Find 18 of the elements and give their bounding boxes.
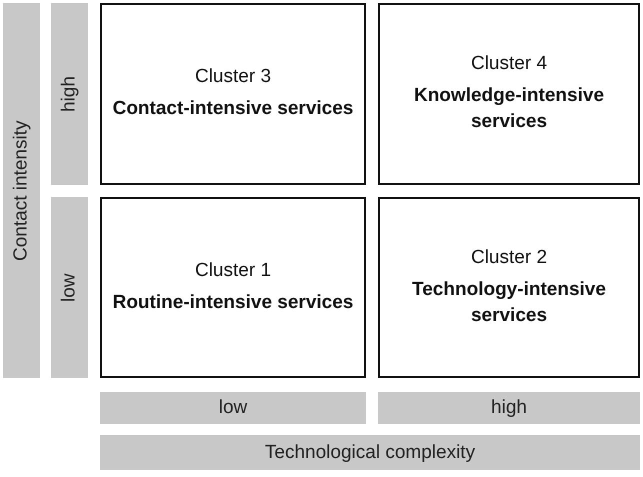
axis-band: Technological complexity xyxy=(100,435,640,470)
cluster-number: Cluster 2 xyxy=(470,246,548,269)
level-band: low xyxy=(100,392,366,424)
cluster-number: Cluster 3 xyxy=(194,66,272,88)
cluster-number: Cluster 1 xyxy=(194,260,272,282)
cluster-title: Routine-intensive services xyxy=(112,290,354,315)
cluster-title: Knowledge-intensive services xyxy=(412,84,606,134)
cluster-box xyxy=(100,197,366,378)
cluster-title: Technology-intensive services xyxy=(411,278,607,328)
cluster-box xyxy=(100,3,366,185)
cluster-box xyxy=(378,3,640,185)
axis-band: Contact intensity xyxy=(3,3,40,378)
cluster-box xyxy=(378,197,640,378)
cluster-number: Cluster 4 xyxy=(470,53,548,76)
level-band: high xyxy=(51,3,88,185)
cluster-title: Contact-intensive services xyxy=(112,97,354,122)
level-band: high xyxy=(378,392,640,424)
level-band: low xyxy=(51,197,88,378)
